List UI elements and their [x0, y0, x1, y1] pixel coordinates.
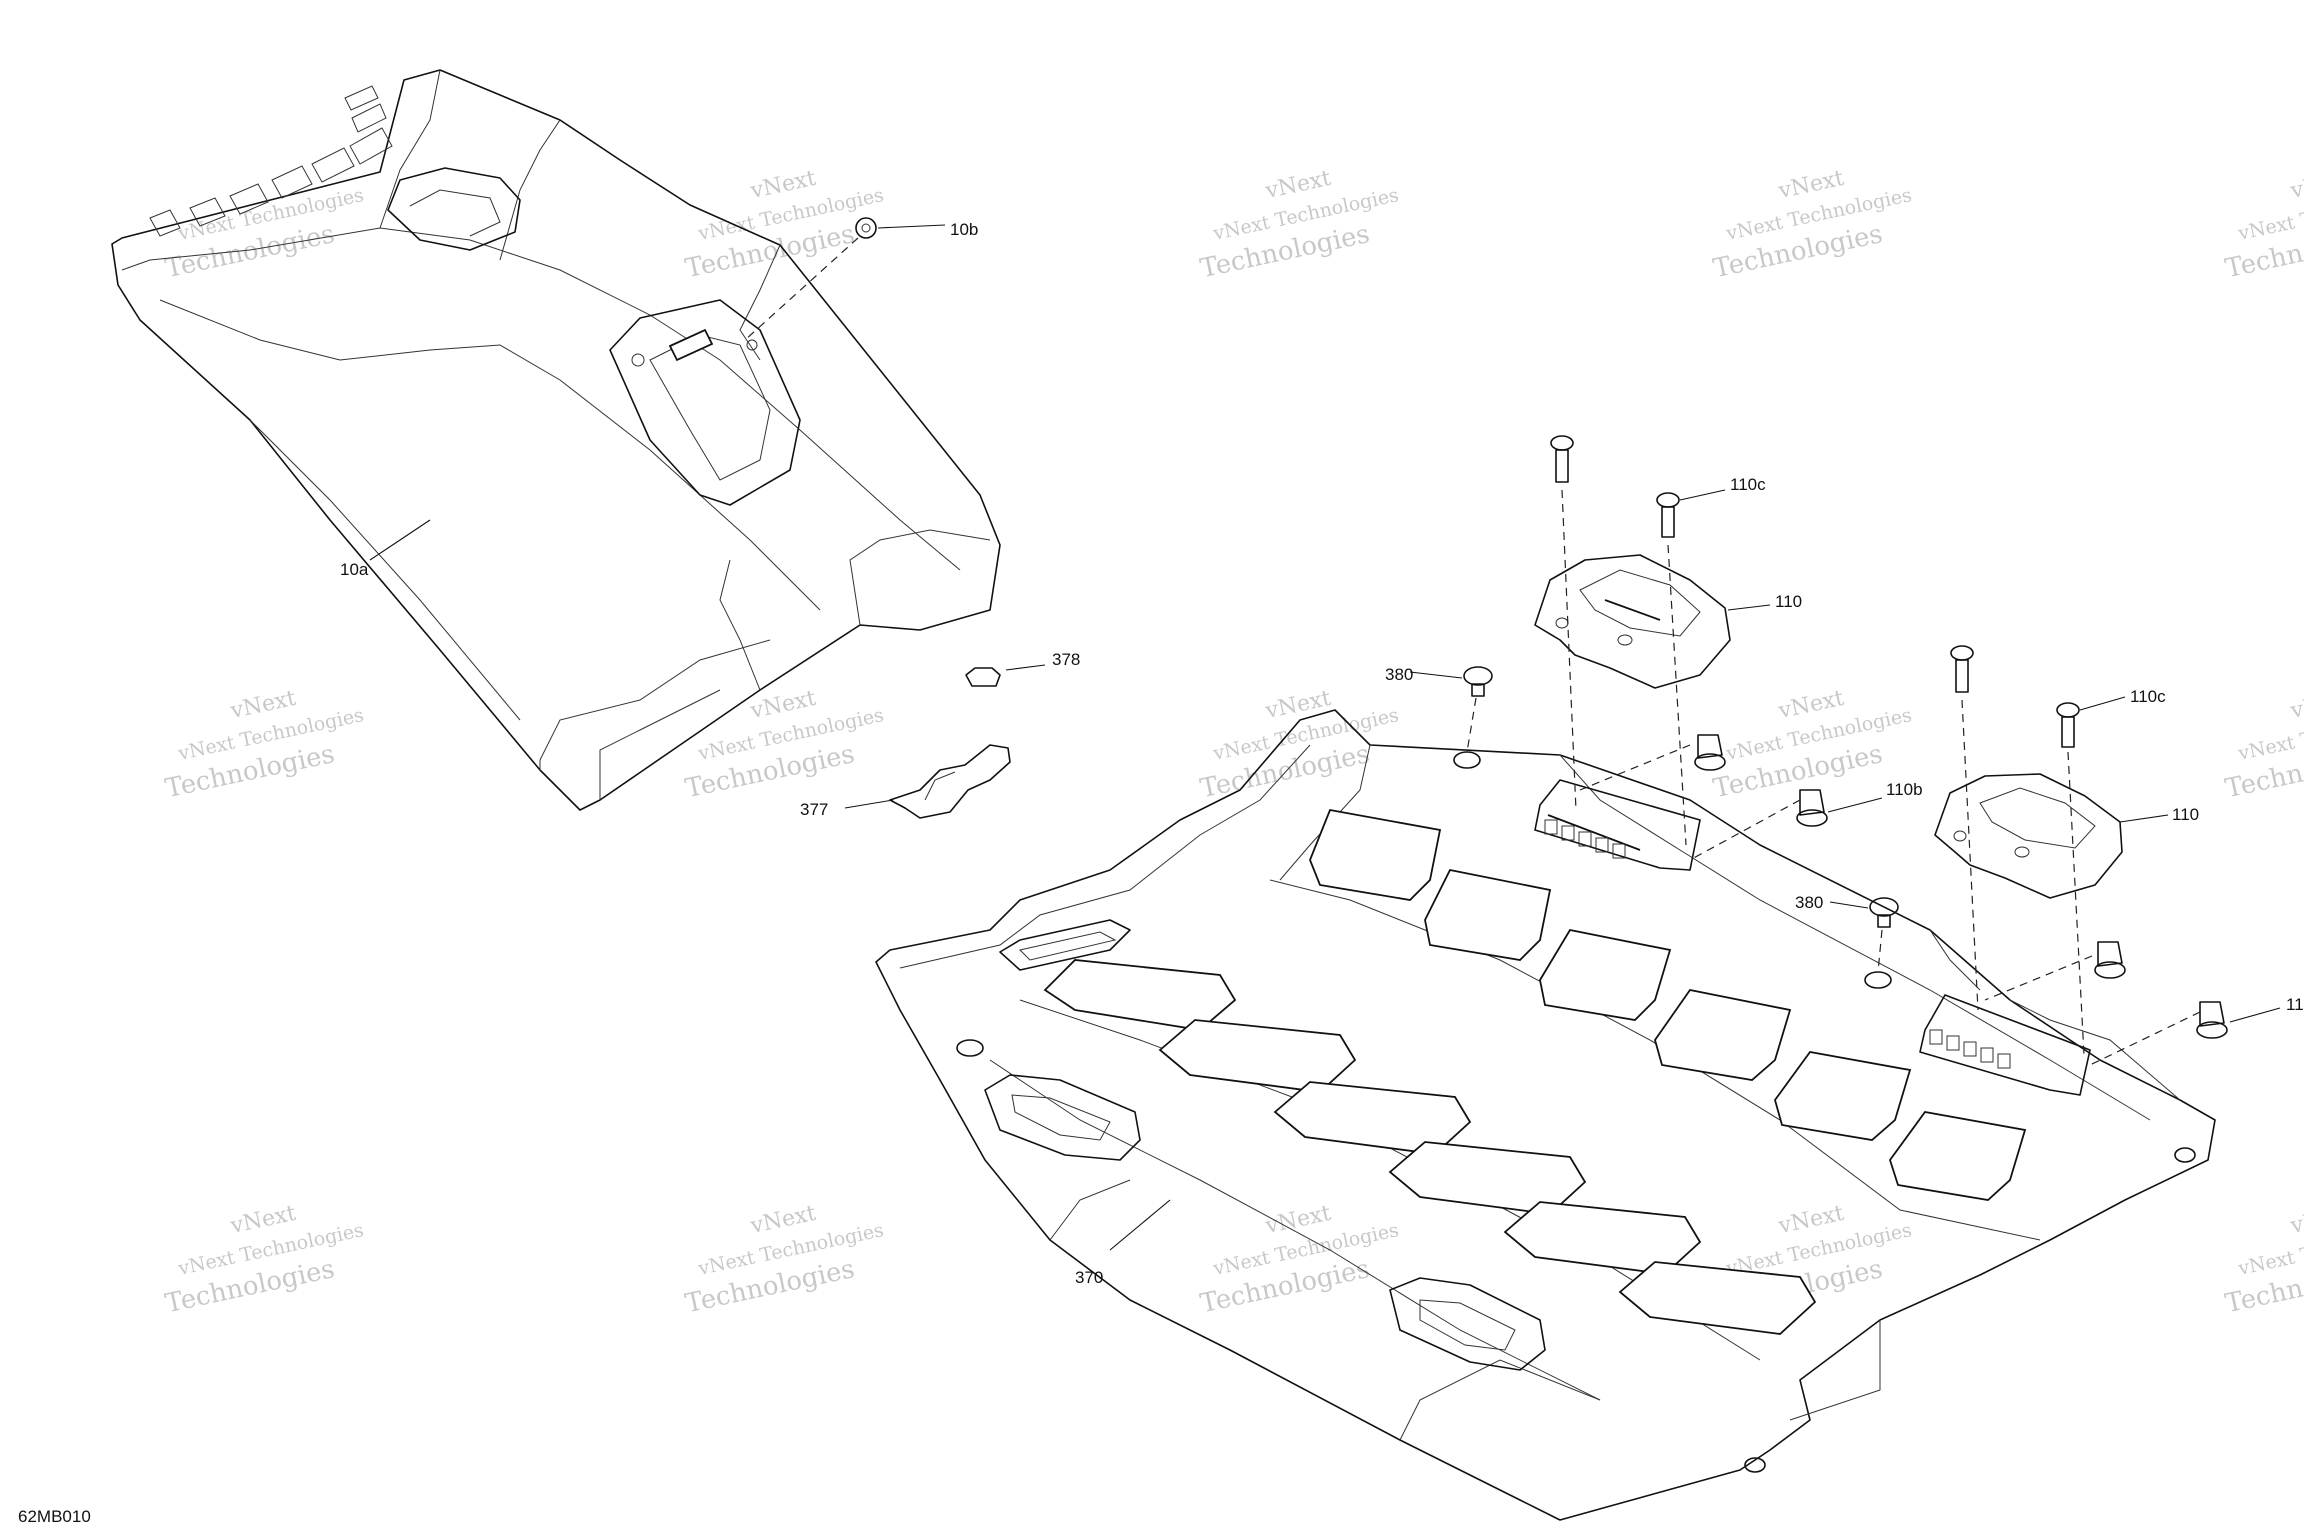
callout-110-lower: 110	[2172, 805, 2199, 824]
logo-vents-2	[1929, 1029, 2011, 1069]
svg-text:vNext: vNext	[2288, 686, 2304, 724]
callout-110b: 110b	[1886, 780, 1923, 799]
handle-110-b	[1934, 773, 2169, 899]
svg-text:vNext: vNext	[1263, 686, 1334, 724]
watermark: vNext vNext Technologies Technologies	[683, 1201, 886, 1319]
pad	[1618, 1261, 1817, 1335]
pad	[1889, 1111, 2027, 1201]
callout-110-upper: 110	[1775, 592, 1802, 611]
svg-text:vNext: vNext	[748, 166, 819, 204]
clip-377	[844, 664, 1046, 819]
pad	[1388, 1141, 1587, 1215]
nut	[2094, 941, 2126, 979]
watermark: vNext vNext Technologies Technologies	[1198, 686, 1401, 804]
watermark: vNext vNext Technologies Technologies	[2223, 1201, 2304, 1319]
nut	[1694, 734, 1726, 771]
pin-380	[1409, 666, 1493, 753]
svg-text:vNext: vNext	[748, 1201, 819, 1239]
callout-10a: 10a	[340, 560, 369, 579]
callout-380-lower: 380	[1795, 893, 1823, 912]
front-panel-10a	[111, 69, 1001, 811]
svg-text:vNext: vNext	[2288, 166, 2304, 204]
pad	[1158, 1019, 1357, 1093]
callout-378: 378	[1052, 650, 1080, 669]
watermark: vNext vNext Technologies Technologies	[163, 686, 366, 804]
vent-fins	[149, 85, 393, 237]
nut	[2196, 1001, 2281, 1039]
watermark: vNext vNext Technologies Technologies	[1198, 1201, 1401, 1319]
pad	[1654, 989, 1792, 1081]
svg-text:vNext: vNext	[1776, 686, 1847, 724]
callout-380-upper: 380	[1385, 665, 1413, 684]
watermark: vNext vNext Technologies Technologies	[683, 686, 886, 804]
screw	[1950, 645, 1974, 693]
watermark: vNext vNext Technologies Technologies	[2223, 686, 2304, 804]
svg-text:vNext: vNext	[1263, 166, 1334, 204]
screw-110c	[1656, 489, 1726, 538]
pad	[1539, 928, 1672, 1021]
callout-110c-upper: 110c	[1730, 475, 1766, 494]
callout-377: 377	[800, 800, 828, 819]
pad	[1043, 959, 1237, 1031]
logo-vents-1	[1544, 819, 1626, 859]
callout-370: 370	[1075, 1268, 1103, 1287]
svg-text:vNext: vNext	[2288, 1201, 2304, 1239]
fastener-10b	[744, 217, 946, 341]
svg-text:vNext: vNext	[1263, 1201, 1334, 1239]
diagram-code: 62MB010	[18, 1507, 91, 1526]
watermark: vNext vNext Technologies Technologies	[1198, 166, 1401, 284]
pad	[1273, 1081, 1472, 1155]
handle-110-a	[1534, 554, 1771, 689]
pad	[1503, 1201, 1702, 1275]
pin-380	[1829, 897, 1899, 973]
nut-110b	[1796, 789, 1883, 827]
fasteners-110	[1409, 435, 2281, 1066]
svg-text:vNext: vNext	[1776, 1201, 1847, 1239]
svg-text:vNext: vNext	[228, 1201, 299, 1239]
pad	[1424, 868, 1552, 961]
watermark: vNext vNext Technologies Technologies	[1711, 166, 1914, 284]
callout-110c-lower: 110c	[2130, 687, 2166, 706]
pad	[1774, 1051, 1912, 1141]
watermark: vNext vNext Technologies Technologies	[2223, 166, 2304, 284]
callout-11-partial: 11	[2286, 995, 2304, 1014]
svg-text:vNext: vNext	[1776, 166, 1847, 204]
screw-110c	[2056, 696, 2126, 748]
callout-10b: 10b	[950, 220, 978, 239]
screw	[1550, 435, 1574, 483]
svg-text:vNext: vNext	[228, 686, 299, 724]
pad	[1309, 808, 1442, 901]
skid-pads	[1043, 808, 2027, 1335]
skid-plate-370	[875, 709, 2216, 1521]
watermark: vNext vNext Technologies Technologies	[683, 166, 886, 284]
callout-labels: 10a 10b 378 377 380 380 110 110 110c 110…	[18, 220, 2304, 1526]
watermark: vNext vNext Technologies Technologies	[163, 1201, 366, 1319]
